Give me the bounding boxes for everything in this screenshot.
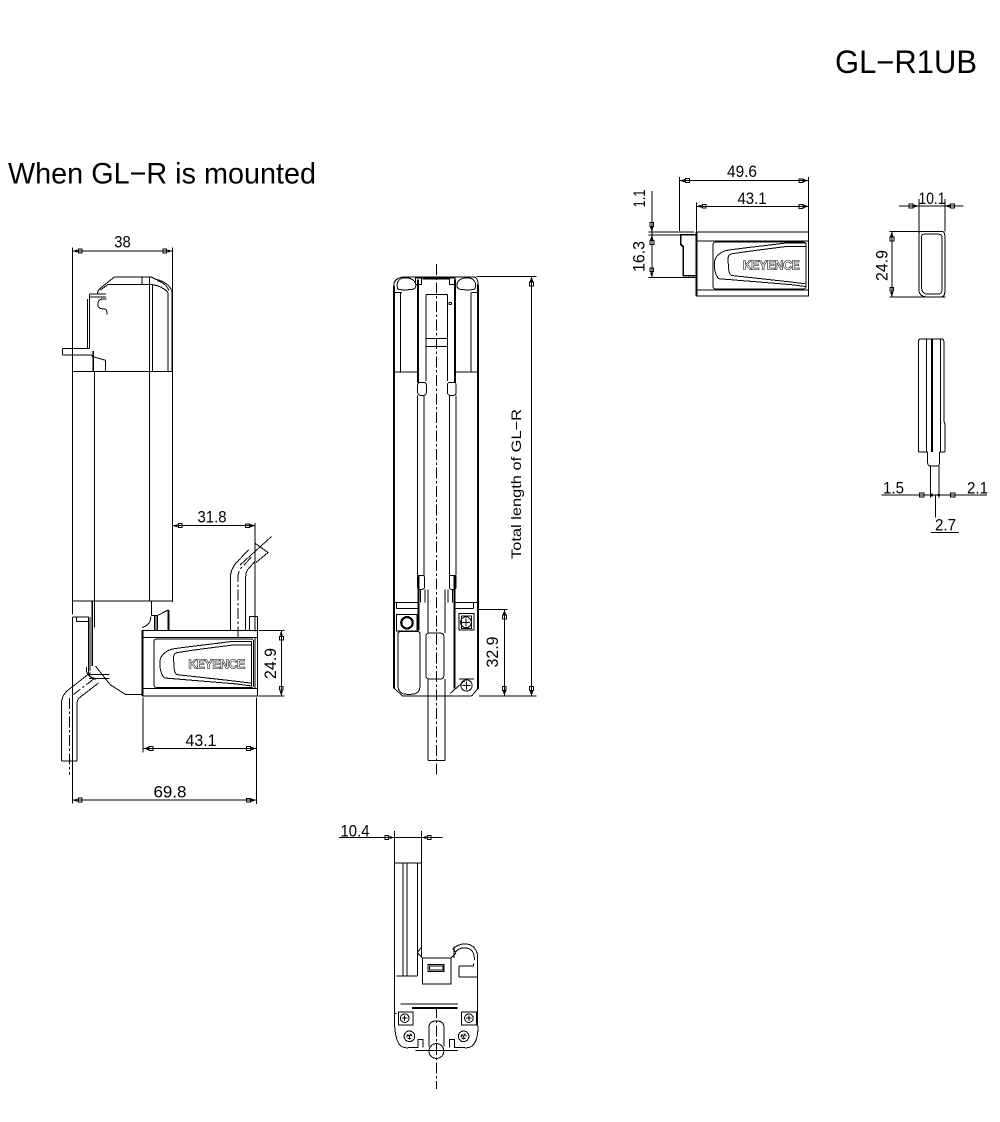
svg-text:24.9: 24.9 bbox=[262, 648, 280, 679]
svg-text:10.1: 10.1 bbox=[919, 190, 946, 208]
svg-text:32.9: 32.9 bbox=[484, 637, 502, 668]
svg-text:43.1: 43.1 bbox=[186, 732, 217, 750]
svg-text:1.5: 1.5 bbox=[883, 480, 904, 498]
svg-text:24.9: 24.9 bbox=[874, 250, 892, 281]
svg-text:When GL−R is mounted: When GL−R is mounted bbox=[8, 158, 316, 191]
svg-text:38: 38 bbox=[114, 234, 131, 252]
svg-text:31.8: 31.8 bbox=[198, 509, 227, 527]
svg-text:49.6: 49.6 bbox=[727, 163, 757, 181]
svg-text:2.7: 2.7 bbox=[935, 517, 956, 535]
svg-text:69.8: 69.8 bbox=[154, 784, 187, 802]
svg-text:43.1: 43.1 bbox=[738, 190, 767, 208]
svg-text:GL−R1UB: GL−R1UB bbox=[835, 44, 977, 80]
svg-text:2.1: 2.1 bbox=[967, 480, 988, 498]
svg-text:16.3: 16.3 bbox=[631, 241, 649, 272]
svg-text:Total length of GL−R: Total length of GL−R bbox=[508, 409, 524, 559]
svg-text:10.4: 10.4 bbox=[341, 823, 370, 841]
svg-text:1.1: 1.1 bbox=[631, 190, 649, 208]
